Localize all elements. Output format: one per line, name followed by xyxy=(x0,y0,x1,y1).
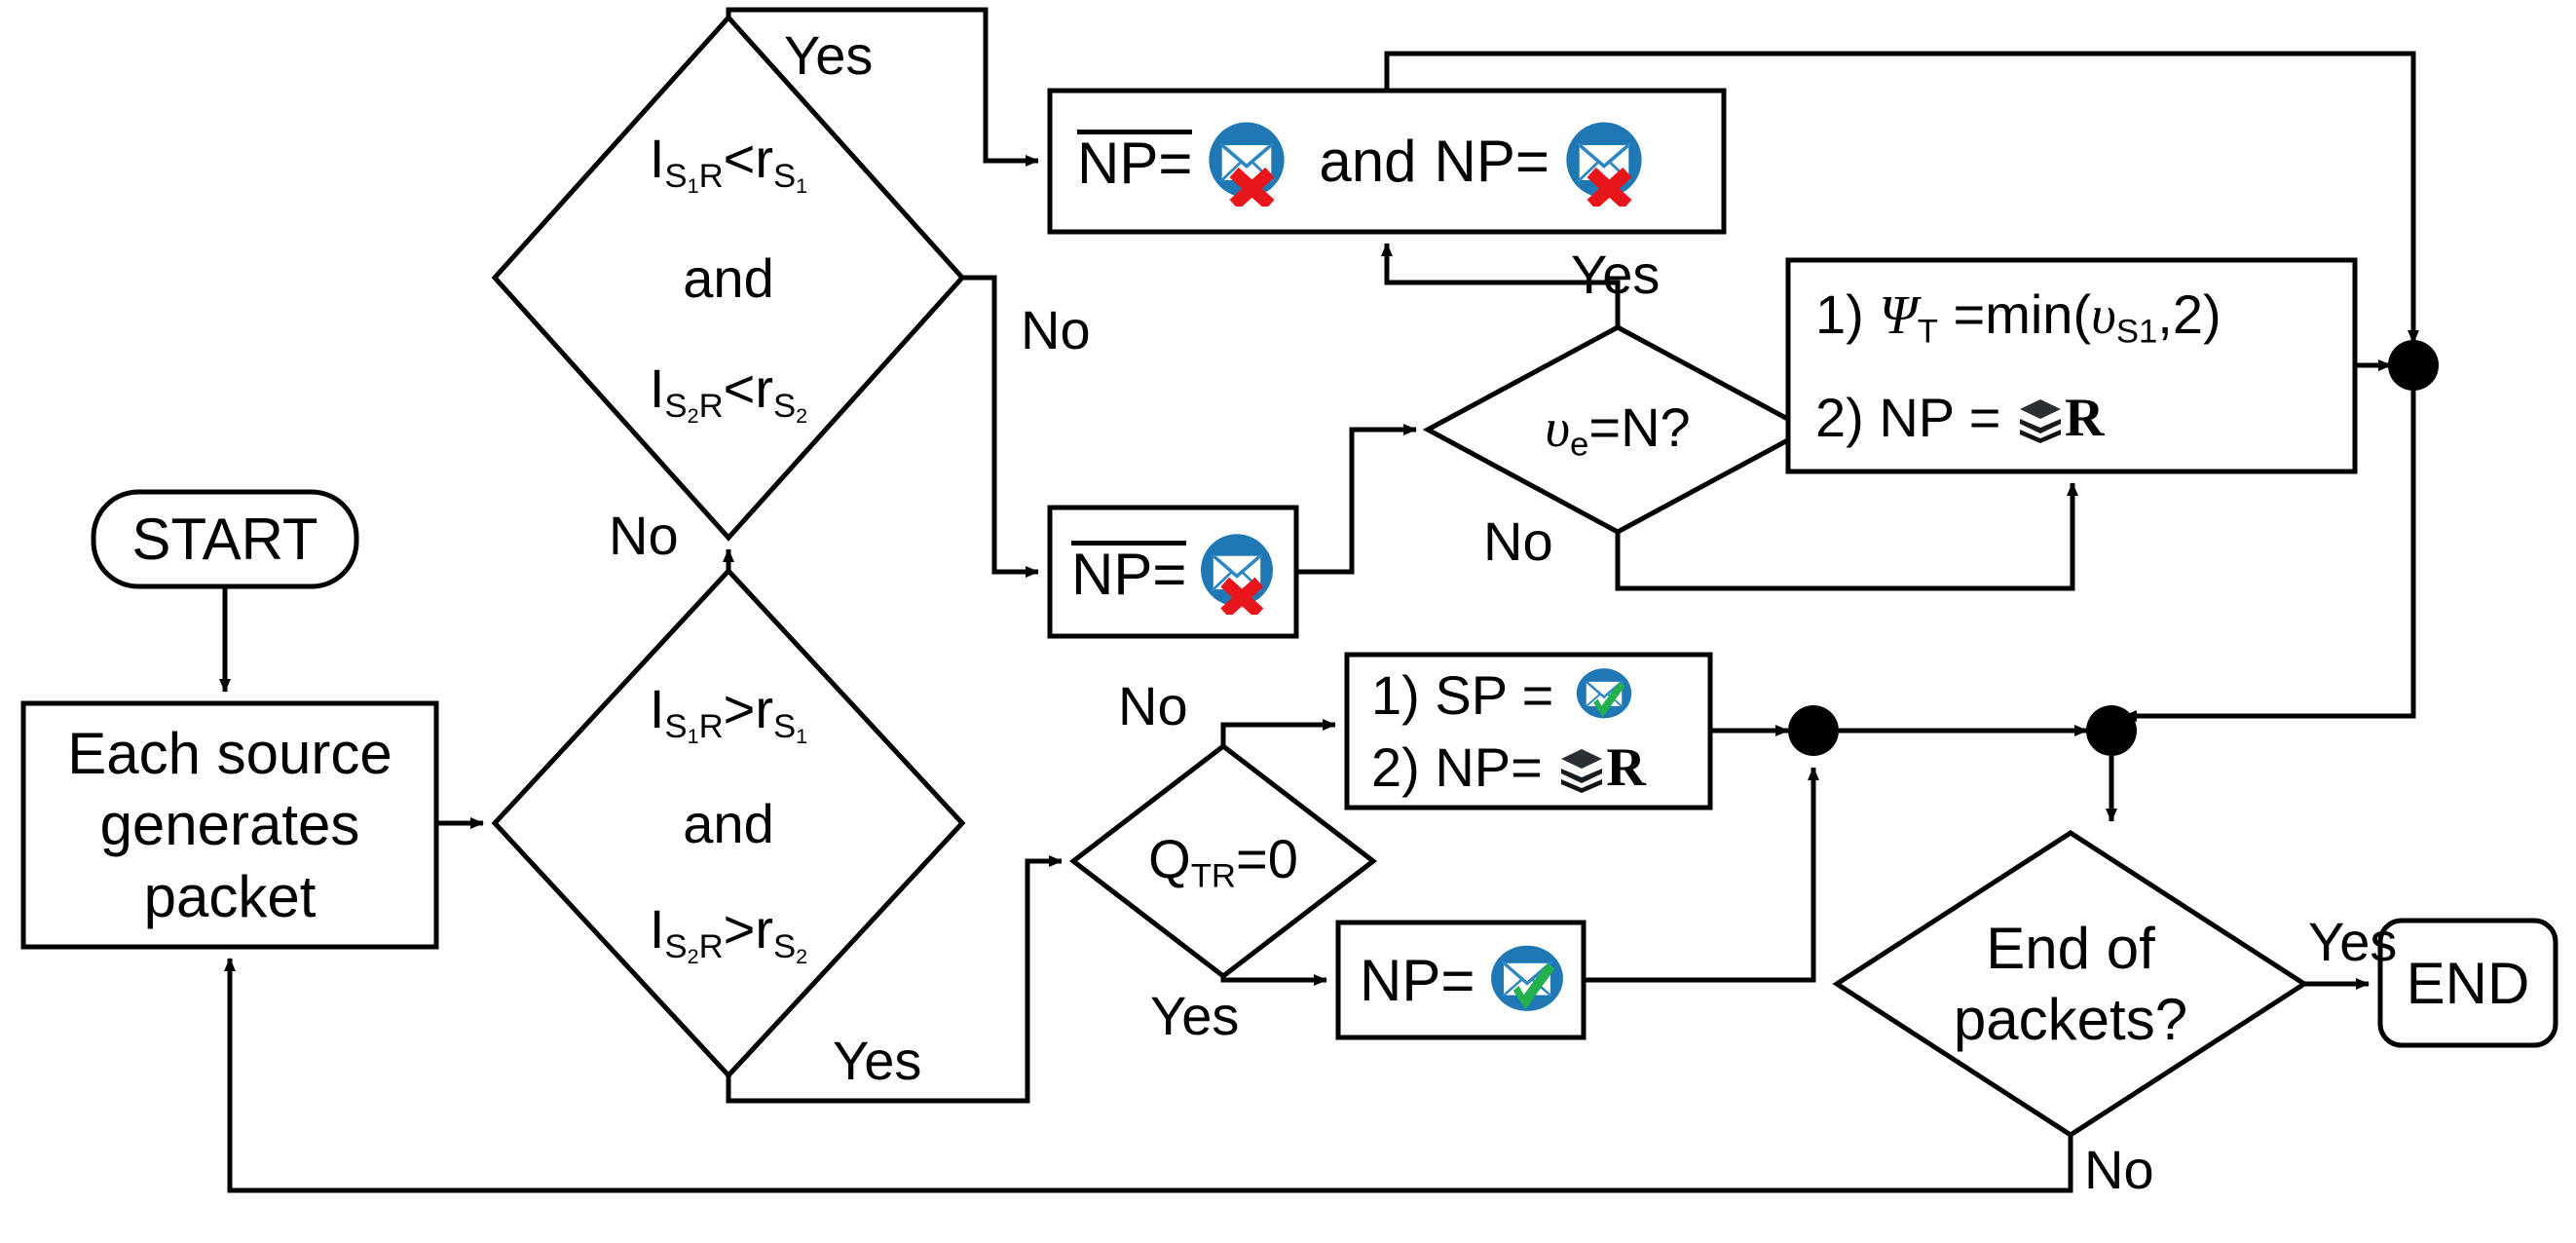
decision-ve-label: υe=N? xyxy=(1545,396,1691,464)
decision-2-line-3: IS2R>rS2 xyxy=(649,898,808,968)
edge-decision1-no xyxy=(962,275,1039,578)
decision-qtr-label: QTR=0 xyxy=(1148,827,1298,895)
stack-icon xyxy=(1557,743,1606,792)
edge-qtr-yes xyxy=(1220,974,1327,986)
edge-junction-down xyxy=(2123,391,2416,722)
decision-1-node xyxy=(491,14,966,542)
edge-decision1-yes xyxy=(726,7,1039,167)
end-label: END xyxy=(2406,950,2530,1016)
np-bar-and-np-conj: and xyxy=(1319,129,1417,194)
edge-label-ve-yes: Yes xyxy=(1571,244,1661,305)
psi-np-node xyxy=(1785,257,2358,474)
edge-label-decision1-no: No xyxy=(1021,299,1091,360)
edge-end-no xyxy=(224,958,2073,1193)
np-bar-part1: NP= xyxy=(1071,540,1187,607)
envelope-error-icon xyxy=(1202,117,1291,207)
stack-icon xyxy=(2016,394,2065,442)
edge-label-qtr-yes: Yes xyxy=(1150,985,1240,1046)
psi-item-2: 2) NP = R xyxy=(1815,387,2105,449)
edge-topbox-to-junction xyxy=(1384,51,2419,344)
np-ok-part1: NP= xyxy=(1360,947,1475,1013)
sp-item-2: 2) NP= R xyxy=(1371,736,1646,799)
junction-dot-top-right xyxy=(2388,340,2439,391)
edge-label-decision2-yes: Yes xyxy=(833,1030,922,1091)
envelope-check-icon xyxy=(1480,939,1574,1021)
end-node xyxy=(2377,918,2558,1048)
np-bar-and-np-part2: NP= xyxy=(1434,129,1549,194)
edge-ve-no xyxy=(1615,482,2078,591)
junction-dot-left-merge xyxy=(1788,705,1839,756)
decision-2-line-2: and xyxy=(683,792,774,854)
decision-end-line-1: End of xyxy=(1986,916,2155,981)
edge-label-end-no: No xyxy=(2084,1139,2154,1200)
edge-label-qtr-no: No xyxy=(1118,675,1188,736)
edge-npbar-to-ve xyxy=(1296,424,1417,575)
edge-npok-to-merge xyxy=(1584,767,1819,983)
decision-1-line-3: IS2R<rS2 xyxy=(649,358,808,428)
edge-label-decision2-no: No xyxy=(609,505,679,566)
edge-label-ve-no: No xyxy=(1483,510,1553,572)
generate-packet-label: Each source generates packet xyxy=(67,721,392,929)
junction-dot-right-merge xyxy=(2086,705,2137,756)
edge-label-end-yes: Yes xyxy=(2308,911,2398,972)
envelope-error-icon xyxy=(1559,117,1649,207)
start-label: START xyxy=(131,507,318,572)
edge-ve-yes xyxy=(1381,243,1621,327)
edge-label-decision1-yes: Yes xyxy=(784,24,874,86)
sp-item-1: 1) SP = xyxy=(1371,663,1639,727)
decision-2-line-1: IS1R>rS1 xyxy=(649,678,808,748)
decision-end-line-2: packets? xyxy=(1953,987,2188,1052)
envelope-error-icon xyxy=(1194,529,1280,615)
envelope-check-icon xyxy=(1569,663,1639,726)
edge-qtr-no xyxy=(1220,719,1336,746)
decision-1-line-2: and xyxy=(683,246,774,309)
edge-decision2-yes xyxy=(726,855,1063,1104)
decision-1-line-1: IS1R<rS1 xyxy=(649,128,808,198)
psi-item-1: 1) ΨT =min(υS1,2) xyxy=(1815,282,2221,351)
sp-np-node xyxy=(1344,652,1713,810)
np-bar-and-np-part1: NP= xyxy=(1077,130,1193,196)
generate-packet-node xyxy=(20,700,439,950)
